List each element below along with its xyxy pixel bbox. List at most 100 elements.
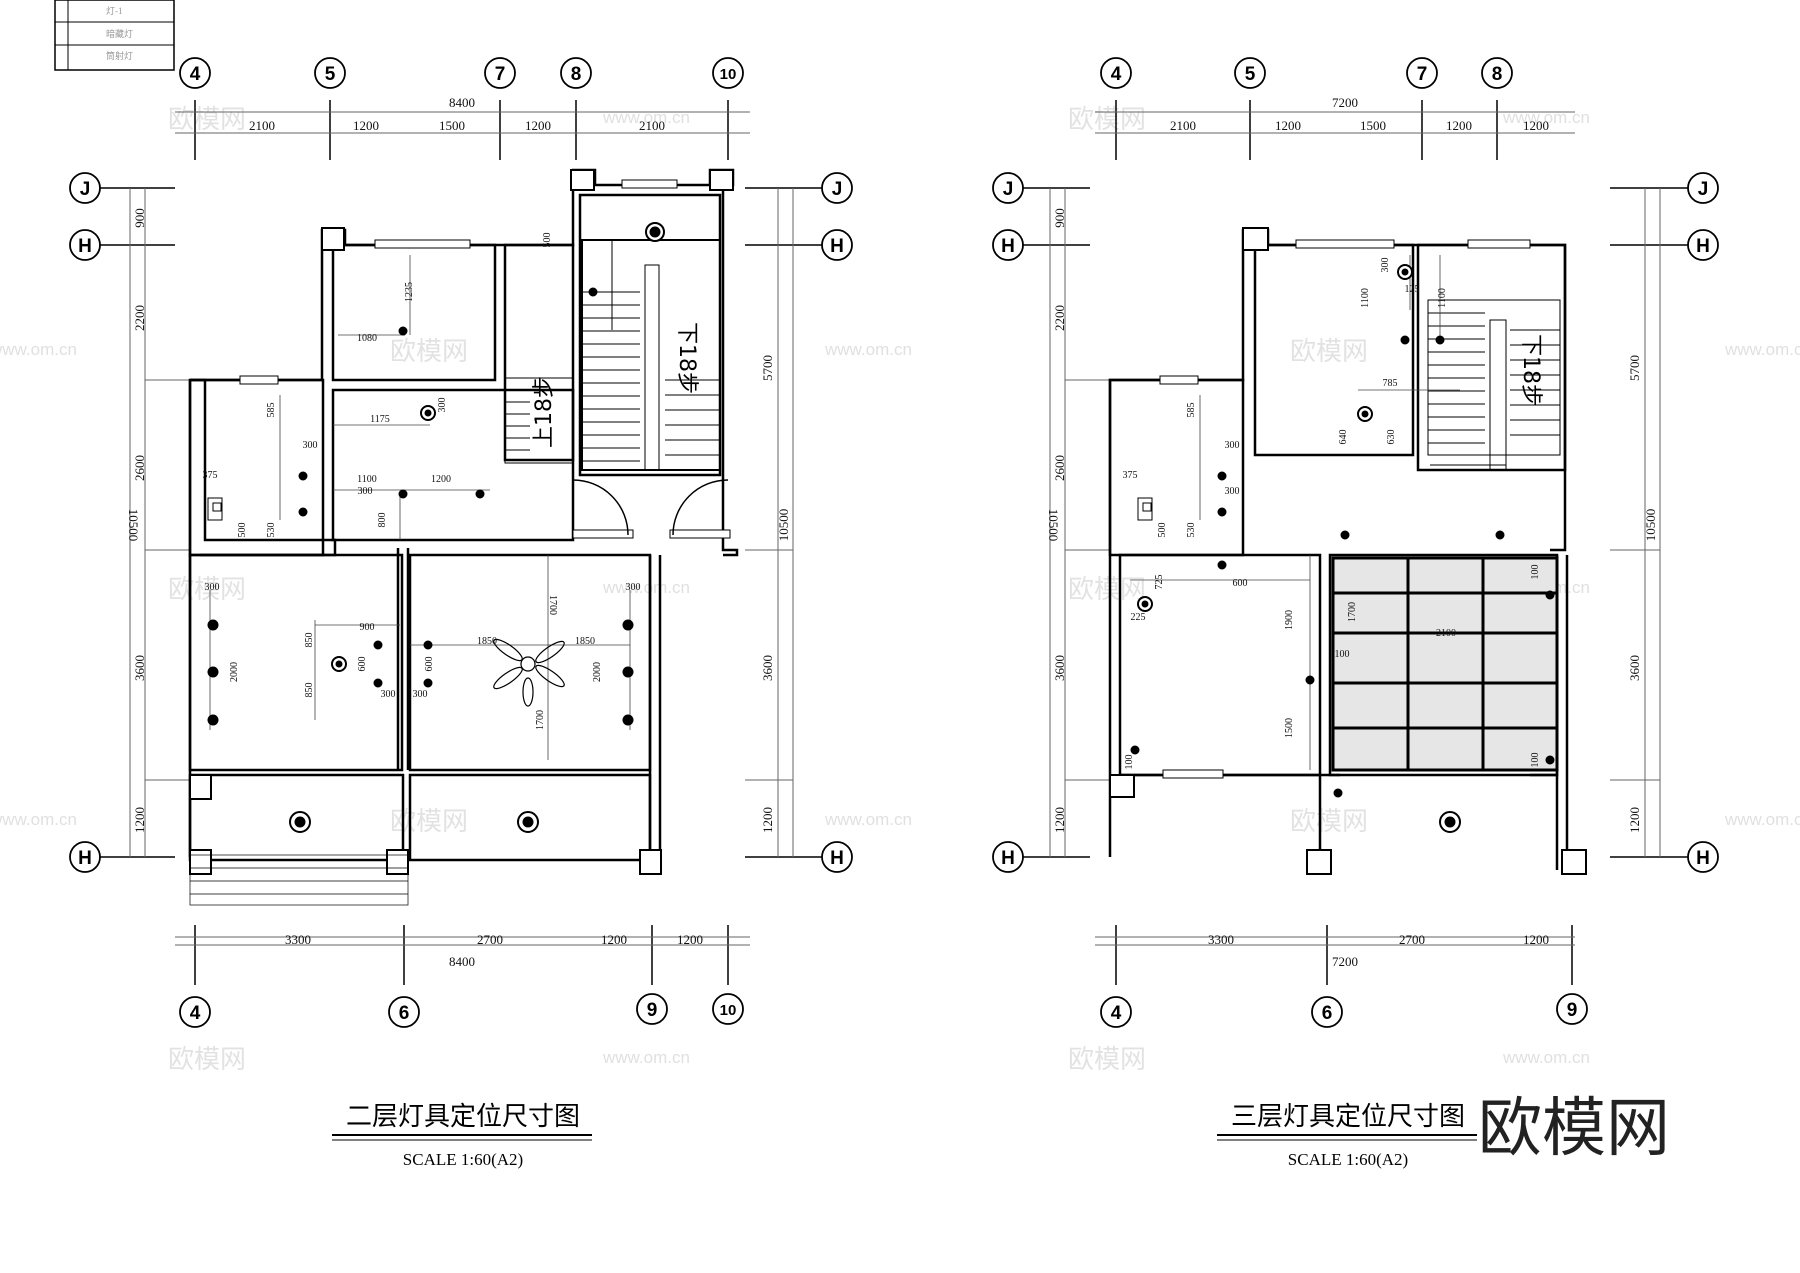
inner-dim: 600 (424, 657, 435, 672)
dim-bottom: 2700 (477, 932, 503, 947)
dim-top: 1200 (1275, 118, 1301, 133)
inner-dim: 125 (1405, 284, 1420, 295)
axis-label-bottom: 6 (1322, 1003, 1333, 1024)
axis-label-row: H (830, 236, 844, 257)
watermark-1: 欧模网 (168, 105, 246, 135)
dim-top: 2100 (1170, 118, 1196, 133)
inner-dim: 2000 (229, 662, 240, 682)
dimension-lines (1049, 111, 1661, 946)
watermark-2: 欧模网 (390, 337, 468, 367)
switch-icon (207, 497, 223, 521)
tiled-ceiling (1331, 556, 1559, 772)
dim-bottom: 2700 (1399, 932, 1425, 947)
spotlight-icon (398, 326, 408, 336)
dim-left: 2600 (132, 455, 147, 481)
watermark-url-12: www.om.cn (1502, 1048, 1590, 1067)
watermark-9: 欧模网 (1290, 807, 1368, 837)
inner-dim: 300 (1225, 486, 1240, 497)
plan-scale-left: SCALE 1:60(A2) (403, 1150, 523, 1169)
inner-dim: 785 (1383, 378, 1398, 389)
axis-label-bottom: 9 (647, 1000, 658, 1021)
watermark-url-6: www.om.cn (824, 810, 912, 829)
dim-left-total: 10500 (126, 509, 141, 542)
axis-label-top: 10 (720, 66, 737, 83)
dim-bottom-total: 8400 (449, 954, 475, 969)
inner-dim: 1235 (404, 282, 415, 302)
ceiling-fan-icon (493, 638, 565, 707)
axis-label-top: 4 (190, 64, 201, 85)
stair-down (1427, 299, 1561, 471)
inner-dim: 500 (542, 233, 553, 248)
dim-left: 1200 (1052, 807, 1067, 833)
inner-dim: 1100 (1437, 288, 1448, 308)
watermark-url-3: www.om.cn (824, 340, 912, 359)
axis-label-row: H (1696, 848, 1710, 869)
spotlight-icon (298, 507, 308, 517)
spotlight-icon (1217, 560, 1227, 570)
spotlight-icon (1333, 788, 1343, 798)
axis-label-bottom: 10 (720, 1002, 737, 1019)
dim-left: 2600 (1052, 455, 1067, 481)
windows (1159, 239, 1531, 779)
axis-lines (90, 100, 825, 985)
axis-label-bottom: 4 (1111, 1003, 1122, 1024)
inner-dim: 300 (437, 398, 448, 413)
dim-bottom: 3300 (285, 932, 311, 947)
dim-right-total: 10500 (1643, 509, 1658, 542)
plan-scale-right: SCALE 1:60(A2) (1288, 1150, 1408, 1169)
inner-dim: 300 (413, 689, 428, 700)
plan-second-floor (90, 100, 825, 985)
dim-top: 1200 (1523, 118, 1549, 133)
legend-row-3: 筒射灯 (106, 50, 133, 61)
light-fixtures (207, 222, 665, 833)
windows (239, 179, 731, 539)
inner-dim: 225 (1131, 612, 1146, 623)
spotlight-icon (588, 287, 598, 297)
spotlight-icon (1400, 335, 1410, 345)
dim-left: 2200 (1052, 305, 1067, 331)
title-underline-right (1217, 1134, 1477, 1141)
dim-right: 3600 (760, 655, 775, 681)
dim-right: 1200 (1627, 807, 1642, 833)
spotlight-icon (1435, 335, 1445, 345)
dim-right: 1200 (760, 807, 775, 833)
watermark-url-2: www.om.cn (0, 340, 77, 359)
balcony-tiles (189, 854, 409, 906)
dim-top: 1200 (1446, 118, 1472, 133)
axis-label-top: 5 (1245, 64, 1256, 85)
dim-bottom: 3300 (1208, 932, 1234, 947)
watermark-url-7: www.om.cn (602, 1048, 690, 1067)
plan-title-right: 三层灯具定位尺寸图 (1231, 1102, 1465, 1132)
inner-dim: 1100 (357, 474, 377, 485)
light-fixtures (1130, 264, 1555, 833)
axis-label-row: J (80, 179, 91, 200)
watermark-url-9: www.om.cn (1724, 340, 1800, 359)
spotlight-icon (1130, 745, 1140, 755)
spotlight-icon (423, 678, 433, 688)
inner-dim: 1200 (431, 474, 451, 485)
inner-dim: 300 (1225, 440, 1240, 451)
dim-bottom-total: 7200 (1332, 954, 1358, 969)
inner-dim: 1500 (1284, 718, 1295, 738)
inner-dim: 1850 (477, 636, 497, 647)
dim-top: 1500 (439, 118, 465, 133)
axis-label-row: H (1001, 848, 1015, 869)
inner-dims-right: 300 125 1100 1100 785 640 630 585 300 37… (1123, 258, 1542, 770)
watermark-url-11: www.om.cn (1724, 810, 1800, 829)
inner-dim: 375 (1123, 470, 1138, 481)
spotlight-icon (373, 640, 383, 650)
dim-left: 2200 (132, 305, 147, 331)
inner-dim: 725 (1154, 575, 1165, 590)
axis-label-bottom: 9 (1567, 1000, 1578, 1021)
inner-dim: 300 (626, 582, 641, 593)
watermark-4: 欧模网 (390, 807, 468, 837)
dim-bottom: 1200 (677, 932, 703, 947)
inner-dim: 530 (266, 523, 277, 538)
spotlight-icon (622, 666, 634, 678)
axis-label-row: H (830, 848, 844, 869)
spotlight-icon (622, 619, 634, 631)
inner-dim: 600 (357, 657, 368, 672)
inner-dim: 300 (303, 440, 318, 451)
inner-dim: 500 (237, 523, 248, 538)
